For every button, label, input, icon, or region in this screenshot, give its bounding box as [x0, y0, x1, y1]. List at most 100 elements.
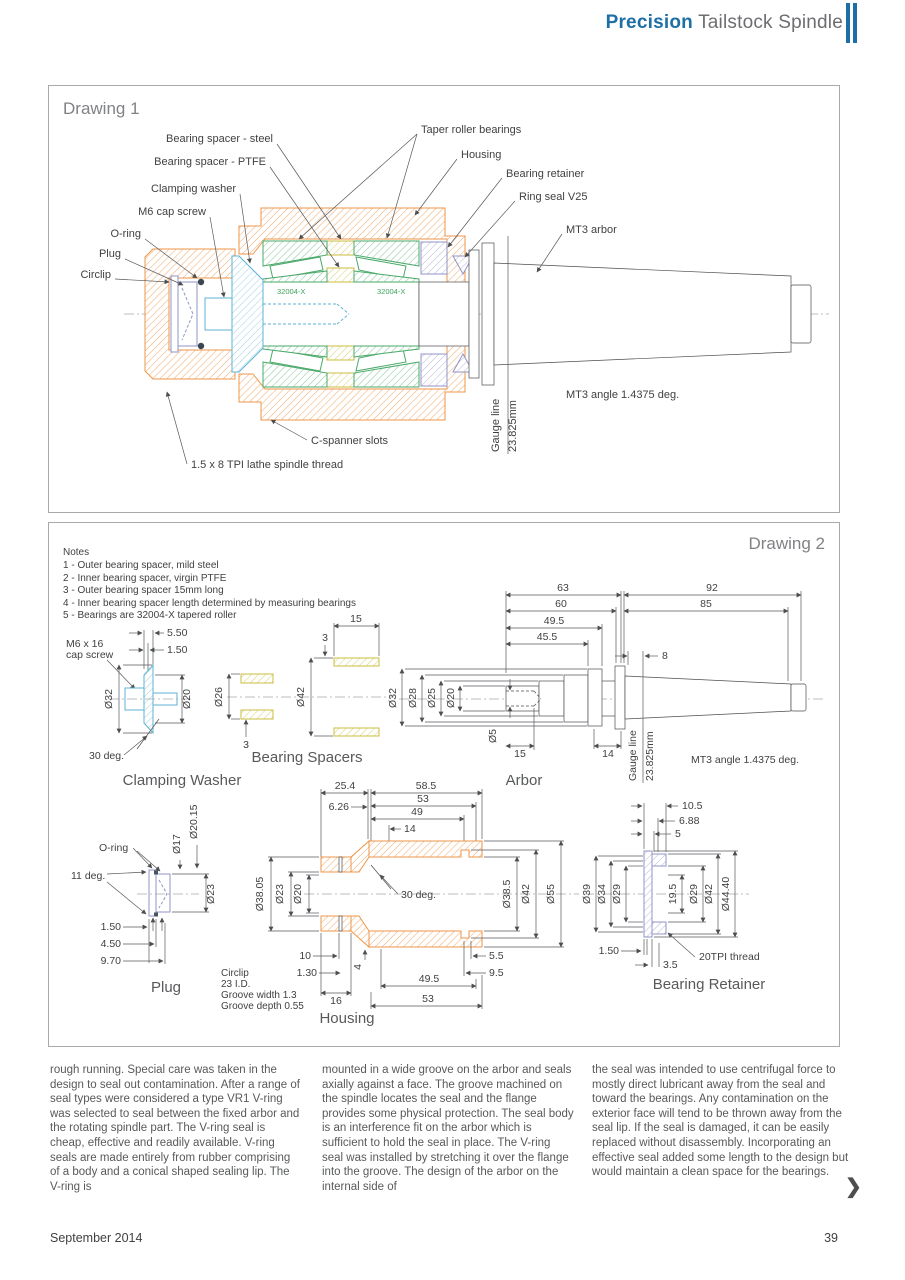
circlip-note-1: Circlip [221, 968, 249, 979]
note-2: 2 - Inner bearing spacer, virgin PTFE [63, 573, 227, 584]
dim-6-88: 6.88 [679, 815, 700, 827]
o-ring-top [197, 278, 205, 286]
label-taper-roller-bearings: Taper roller bearings [421, 124, 522, 136]
page-title: Precision Tailstock Spindle [606, 12, 843, 34]
circlip-note-4: Groove depth 0.55 [221, 1001, 304, 1012]
drawing1-panel: Drawing 1 [48, 85, 840, 513]
dim-wall3a: 3 [243, 739, 249, 751]
dim-60: 60 [555, 598, 567, 610]
dim-h14: 14 [404, 823, 416, 835]
dim-a-dia25: Ø25 [426, 688, 438, 708]
dim-8: 8 [662, 650, 668, 662]
label-bearing-spacer-steel: Bearing spacer - steel [166, 133, 273, 145]
dim-3-5: 3.5 [663, 959, 678, 971]
dim-1-50: 1.50 [167, 644, 188, 656]
dim-p-1-50: 1.50 [101, 921, 122, 933]
dim-dia26: Ø26 [213, 687, 225, 707]
plug-detail: O-ring 11 deg. Ø17 Ø20.15 Ø23 [71, 804, 217, 996]
bearing-retainer-title: Bearing Retainer [653, 976, 766, 993]
note-4: 4 - Inner bearing spacer length determin… [63, 598, 356, 609]
page-title-bold: Precision [605, 12, 693, 33]
label-circlip: Circlip [80, 269, 111, 281]
dim-dia42-r: Ø42 [703, 884, 715, 904]
arbor-gauge-dim: 23.825mm [644, 731, 656, 781]
dim-53-top: 53 [417, 793, 429, 805]
arbor-gauge-line: Gauge line [627, 730, 639, 781]
dim-6-26: 6.26 [329, 801, 350, 813]
label-plug: Plug [99, 248, 121, 260]
page-footer: September 2014 39 [50, 1231, 838, 1245]
dim-92: 92 [706, 582, 718, 594]
label-housing: Housing [461, 149, 501, 161]
dim-h-dia20: Ø20 [292, 884, 304, 904]
housing-detail: 25.4 58.5 53 49 6.26 14 30 deg. [221, 780, 579, 1027]
footer-date: September 2014 [50, 1231, 143, 1245]
dim-dia29-right: Ø29 [688, 884, 700, 904]
bearing-spacers-section [326, 240, 355, 388]
assembly-section: 32004-X 32004-X [124, 207, 829, 454]
label-lathe-thread: 1.5 x 8 TPI lathe spindle thread [191, 459, 343, 471]
note-1: 1 - Outer bearing spacer, mild steel [63, 560, 219, 571]
dim-16: 16 [330, 995, 342, 1007]
label-20tpi: 20TPI thread [699, 951, 760, 963]
label-c-spanner-slots: C-spanner slots [311, 435, 389, 447]
housing-title: Housing [319, 1010, 374, 1027]
gauge-line-label: Gauge line [490, 399, 502, 452]
bearing-spacers-detail: Ø26 3 Ø42 15 3 Bearing Spacers [213, 613, 394, 766]
dim-45-5: 45.5 [537, 631, 558, 643]
drawing1-callouts: Bearing spacer - steel Bearing spacer - … [80, 124, 617, 471]
dim-h-dia42: Ø42 [520, 884, 532, 904]
dim-49-5: 49.5 [544, 615, 565, 627]
label-cap-screw: cap screw [66, 649, 114, 661]
plug-title: Plug [151, 979, 181, 996]
drawing2-title: Drawing 2 [748, 534, 825, 553]
bearing-code-left: 32004-X [277, 287, 305, 296]
bearing-retainer-detail: 10.5 6.88 5 Ø39 Ø34 Ø29 19.5 [581, 800, 765, 993]
gauge-dim-label: 23.825mm [507, 400, 519, 452]
dim-dia23: Ø23 [205, 884, 217, 904]
dim-85: 85 [700, 598, 712, 610]
dim-30deg: 30 deg. [89, 750, 124, 762]
notes-title: Notes [63, 547, 89, 558]
label-ring-seal: Ring seal V25 [519, 191, 588, 203]
circlip-note-3: Groove width 1.3 [221, 990, 297, 1001]
page-title-rest: Tailstock Spindle [698, 12, 843, 33]
arbor-mt3-angle: MT3 angle 1.4375 deg. [691, 754, 799, 766]
dim-49: 49 [411, 806, 423, 818]
label-o-ring: O-ring [110, 228, 141, 240]
drawing2-panel: Drawing 2 Notes 1 - Outer bearing spacer… [48, 522, 840, 1047]
circlip-note-2: 23 I.D. [221, 979, 250, 990]
dim-dia39: Ø39 [581, 884, 593, 904]
dim-63: 63 [557, 582, 569, 594]
dim-19-5: 19.5 [667, 884, 679, 905]
dim-dia38-05: Ø38.05 [254, 877, 266, 912]
dim-5: 5 [675, 828, 681, 840]
dim-53-bottom: 53 [422, 993, 434, 1005]
dim-dia29-left: Ø29 [611, 884, 623, 904]
dim-len15: 15 [350, 613, 362, 625]
bearing-spacers-title: Bearing Spacers [252, 749, 363, 766]
dim-a-dia5: Ø5 [487, 729, 499, 743]
dim-14: 14 [602, 748, 614, 760]
dim-10: 10 [299, 950, 311, 962]
dim-dia42: Ø42 [295, 687, 307, 707]
drawing2-figure: Drawing 2 Notes 1 - Outer bearing spacer… [63, 534, 825, 1027]
dim-a-dia28: Ø28 [407, 688, 419, 708]
footer-page-number: 39 [824, 1231, 838, 1245]
dim-dia44-40: Ø44.40 [720, 877, 732, 912]
clamping-washer-title: Clamping Washer [123, 772, 242, 789]
drawing1-title: Drawing 1 [63, 99, 140, 118]
dim-25-4: 25.4 [335, 780, 356, 792]
drawing1-figure: Drawing 1 [63, 99, 829, 471]
o-ring-bottom [197, 342, 205, 350]
dim-58-5: 58.5 [416, 780, 437, 792]
dim-h49-5: 49.5 [419, 973, 440, 985]
dim-h30deg: 30 deg. [401, 889, 436, 901]
dim-dia32: Ø32 [103, 689, 115, 709]
next-page-chevron-icon[interactable]: ❯ [845, 1176, 862, 1198]
bearing-code-right: 32004-X [377, 287, 405, 296]
dim-wall3b: 3 [322, 632, 328, 644]
label-bearing-spacer-ptfe: Bearing spacer - PTFE [154, 156, 266, 168]
article-column-1: rough running. Special care was taken in… [50, 1064, 300, 1193]
